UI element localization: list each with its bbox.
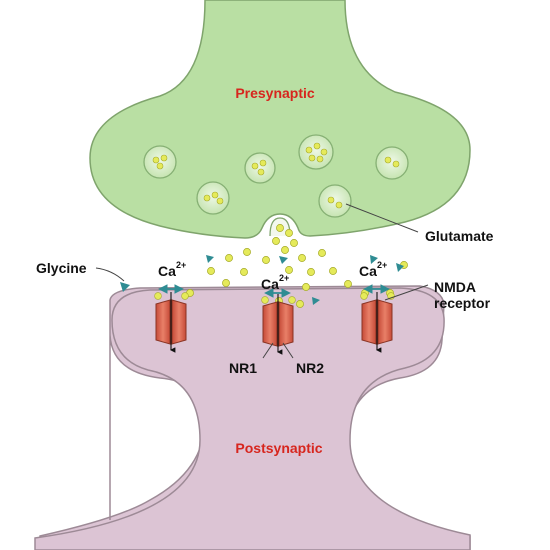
glutamate-molecule-icon	[225, 254, 233, 262]
glutamate-molecule-icon	[344, 280, 352, 288]
synaptic-vesicle-icon	[318, 184, 352, 218]
glycine-label: Glycine	[36, 260, 87, 276]
calcium-label-left: Ca 2+	[158, 260, 186, 279]
glutamate-leader-line	[345, 203, 419, 233]
glutamate-molecule-icon	[307, 268, 315, 276]
calcium-base: Ca	[261, 276, 279, 292]
nmda-receptor-icon	[154, 284, 189, 353]
postsynaptic-body	[34, 287, 471, 550]
glutamate-molecule-icon	[318, 249, 326, 257]
glutamate-molecule-icon	[276, 224, 284, 232]
synaptic-vesicle-icon	[298, 134, 334, 170]
nmda-receptor-icon	[360, 284, 395, 353]
calcium-charge: 2+	[279, 273, 289, 283]
nr2-label: NR2	[296, 360, 324, 376]
glutamate-molecule-icon	[281, 246, 289, 254]
synaptic-vesicle-icon	[143, 145, 177, 179]
synaptic-vesicle-icon	[244, 152, 276, 184]
glutamate-label: Glutamate	[425, 228, 494, 244]
nmda-leader-line	[384, 284, 429, 301]
glutamate-molecule-icon	[222, 279, 230, 287]
nmda-receptor-icon	[261, 288, 296, 355]
glutamate-molecule-icon	[243, 248, 251, 256]
calcium-charge: 2+	[377, 260, 387, 270]
glycine-marker-icon	[120, 282, 130, 292]
nr1-label: NR1	[229, 360, 257, 376]
synaptic-vesicle-icon	[196, 181, 230, 215]
glycine-marker-icon	[206, 255, 214, 263]
glutamate-molecule-icon	[207, 267, 215, 275]
calcium-charge: 2+	[176, 260, 186, 270]
glutamate-molecule-icon	[296, 300, 304, 308]
glycine-marker-icon	[279, 256, 288, 264]
glutamate-molecule-icon	[298, 254, 306, 262]
glycine-leader-line	[95, 267, 125, 282]
nmda-label: NMDA	[434, 279, 476, 295]
glutamate-molecule-icon	[329, 267, 337, 275]
calcium-base: Ca	[158, 263, 176, 279]
calcium-label-right: Ca 2+	[359, 260, 387, 279]
presynaptic-label: Presynaptic	[235, 85, 315, 101]
glutamate-molecule-icon	[285, 266, 293, 274]
synaptic-vesicle-icon	[375, 146, 409, 180]
nr1-leader-line	[262, 342, 274, 359]
glutamate-molecule-icon	[302, 283, 310, 291]
glycine-markers	[120, 255, 404, 305]
glutamate-molecule-icon	[290, 239, 298, 247]
glutamate-molecule-icon	[262, 256, 270, 264]
receptor-label: receptor	[434, 295, 491, 311]
vesicle-group	[143, 134, 409, 218]
postsynaptic-label: Postsynaptic	[235, 440, 322, 456]
calcium-label-middle: Ca 2+	[261, 273, 289, 292]
glycine-marker-icon	[396, 263, 404, 272]
glycine-marker-icon	[370, 255, 378, 264]
glutamate-molecule-icon	[285, 229, 293, 237]
calcium-base: Ca	[359, 263, 377, 279]
presynaptic-terminal	[89, 0, 471, 239]
glutamate-molecule-icon	[272, 237, 280, 245]
glycine-marker-icon	[312, 297, 320, 305]
glutamate-molecule-icon	[240, 268, 248, 276]
nr2-leader-line	[282, 342, 294, 359]
